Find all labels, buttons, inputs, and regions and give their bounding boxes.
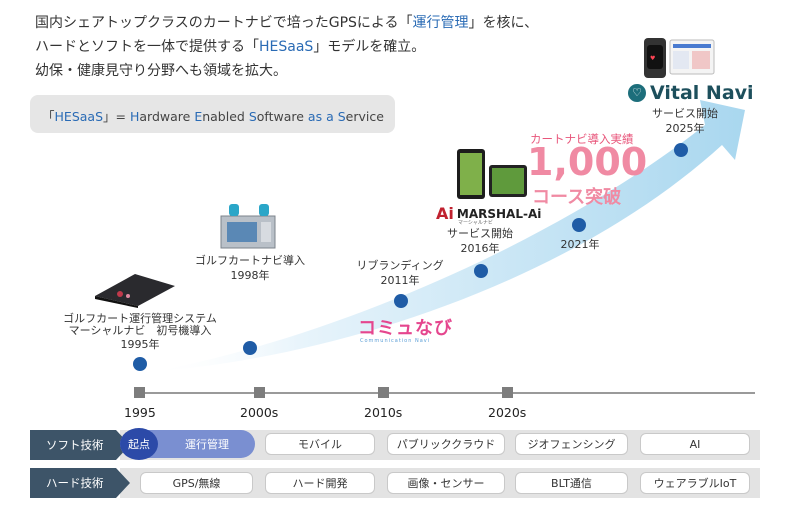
soft-cell-5: AI bbox=[640, 433, 750, 455]
soft-cell-3: パブリッククラウド bbox=[387, 433, 505, 455]
marshal-navi-device-image bbox=[95, 274, 175, 308]
hesaas-definition-box bbox=[30, 95, 395, 133]
milestone-1995-label-2: マーシャルナビ 初号機導入 bbox=[68, 324, 212, 337]
milestone-2011-label: リブランディング bbox=[356, 259, 444, 272]
marshal-ai-sub: マーシャルナビ bbox=[458, 220, 493, 226]
axis-tick bbox=[502, 387, 513, 398]
marshal-ai-mark-icon: Ai bbox=[436, 204, 454, 223]
intro-text: 」を核に、 bbox=[468, 15, 539, 31]
timeline-axis bbox=[140, 392, 755, 394]
highlight-suffix: コース突破 bbox=[532, 187, 622, 208]
milestone-2016-label: サービス開始 bbox=[447, 227, 513, 240]
komyu-navi-logo: コミュなび bbox=[358, 318, 453, 339]
axis-label-2000s: 2000s bbox=[240, 405, 279, 420]
axis-label-2020s: 2020s bbox=[488, 405, 527, 420]
vital-navi-logo: ♡ Vital Navi bbox=[628, 82, 754, 104]
milestone-dot-1998 bbox=[243, 341, 257, 355]
milestone-2016-year: 2016年 bbox=[460, 242, 500, 255]
hard-tech-label: ハード技術 bbox=[46, 476, 104, 490]
axis-tick bbox=[254, 387, 265, 398]
highlight-caption: カートナビ導入実績 bbox=[530, 132, 634, 146]
milestone-2011-year: 2011年 bbox=[380, 274, 420, 287]
intro-text: ハードとソフトを一体で提供する「 bbox=[35, 39, 259, 55]
intro-line-3: 幼保・健康見守り分野へも領域を拡大。 bbox=[35, 63, 287, 79]
intro-line-1: 国内シェアトップクラスのカートナビで培ったGPSによる「運行管理」を核に、 bbox=[35, 12, 755, 32]
vital-navi-devices-image: ♥ bbox=[644, 38, 715, 78]
milestone-dot-1995 bbox=[133, 357, 147, 371]
soft-tech-row-label-bg bbox=[30, 430, 130, 460]
intro-line-2: ハードとソフトを一体で提供する「HESaaS」モデルを確立。 bbox=[35, 36, 755, 56]
milestone-1998-year: 1998年 bbox=[230, 269, 270, 282]
milestone-2025-label: サービス開始 bbox=[652, 107, 718, 120]
milestone-2025-year: 2025年 bbox=[665, 122, 705, 135]
marshal-ai-tablet-image bbox=[457, 149, 527, 199]
soft-cell-4: ジオフェンシング bbox=[515, 433, 628, 455]
milestone-1995-year: 1995年 bbox=[120, 338, 160, 351]
milestone-dot-2021 bbox=[572, 218, 586, 232]
axis-tick bbox=[134, 387, 145, 398]
soft-cell-1: 運行管理 bbox=[185, 438, 229, 451]
milestone-1998-label: ゴルフカートナビ導入 bbox=[195, 254, 305, 267]
milestone-dot-2011 bbox=[394, 294, 408, 308]
hard-cell-3: 画像・センサー bbox=[387, 472, 505, 494]
milestone-dot-2016 bbox=[474, 264, 488, 278]
marshal-ai-wordmark: MARSHAL-Ai bbox=[456, 206, 542, 221]
marshal-ai-logo: Ai MARSHAL-Ai bbox=[436, 204, 541, 223]
highlight-number: 1,000 bbox=[527, 140, 648, 184]
axis-tick bbox=[378, 387, 389, 398]
intro-text: 」モデルを確立。 bbox=[313, 39, 426, 55]
milestone-dot-2025 bbox=[674, 143, 688, 157]
intro-text: 国内シェアトップクラスのカートナビで培ったGPSによる「 bbox=[35, 15, 413, 31]
intro-highlight-operation: 運行管理 bbox=[412, 15, 469, 31]
start-point-badge: 起点 bbox=[120, 428, 158, 460]
milestone-2021-year: 2021年 bbox=[560, 238, 600, 251]
hard-cell-2: ハード開発 bbox=[265, 472, 375, 494]
hard-cell-1: GPS/無線 bbox=[140, 472, 253, 494]
svg-text:♥: ♥ bbox=[650, 55, 655, 62]
vital-navi-wordmark: Vital Navi bbox=[650, 82, 754, 104]
komyu-navi-sub: Communication Navi bbox=[360, 338, 431, 344]
hard-cell-4: BLT通信 bbox=[515, 472, 628, 494]
hard-tech-row-label-bg bbox=[30, 468, 130, 498]
hesaas-definition-text: 「HESaaS」= Hardware Enabled Software as a… bbox=[42, 109, 384, 124]
soft-tech-label: ソフト技術 bbox=[46, 438, 104, 452]
milestone-1995-label-1: ゴルフカート運行管理システム bbox=[63, 312, 217, 325]
cart-navi-device-image bbox=[220, 204, 276, 249]
heartbeat-icon: ♡ bbox=[628, 84, 646, 102]
soft-cell-2: モバイル bbox=[265, 433, 375, 455]
intro-highlight-hesaas: HESaaS bbox=[259, 39, 314, 55]
hard-cell-5: ウェアラブルIoT bbox=[640, 472, 750, 494]
axis-label-1995: 1995 bbox=[124, 405, 156, 420]
axis-label-2010s: 2010s bbox=[364, 405, 403, 420]
